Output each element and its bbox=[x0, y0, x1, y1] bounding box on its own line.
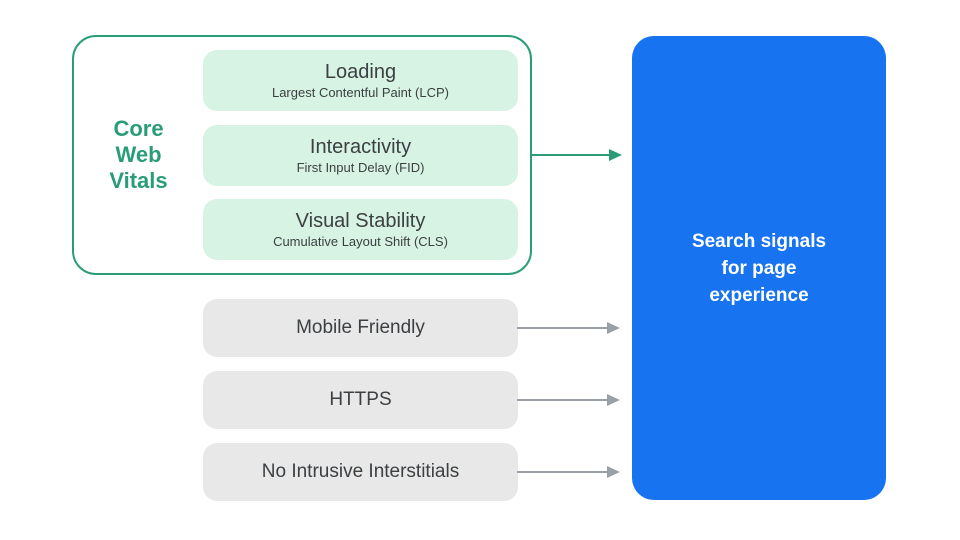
vital-subtitle: First Input Delay (FID) bbox=[296, 160, 425, 175]
vital-subtitle: Cumulative Layout Shift (CLS) bbox=[273, 234, 448, 249]
signal-pill-mobile-friendly: Mobile Friendly bbox=[203, 299, 518, 357]
cwv-to-result-arrow-icon bbox=[532, 149, 622, 161]
arrow-line bbox=[517, 471, 607, 473]
mobile-friendly-to-result-arrow-icon bbox=[517, 322, 620, 334]
interstitials-to-result-arrow-icon bbox=[517, 466, 620, 478]
arrow-line bbox=[532, 154, 609, 156]
arrow-line bbox=[517, 399, 607, 401]
vital-pill-loading: Loading Largest Contentful Paint (LCP) bbox=[203, 50, 518, 111]
arrow-head bbox=[607, 466, 620, 478]
vital-pill-interactivity: Interactivity First Input Delay (FID) bbox=[203, 125, 518, 186]
vital-title: Visual Stability bbox=[295, 210, 426, 232]
arrow-head bbox=[609, 149, 622, 161]
arrow-line bbox=[517, 327, 607, 329]
core-web-vitals-label: Core Web Vitals bbox=[109, 116, 168, 193]
https-to-result-arrow-icon bbox=[517, 394, 620, 406]
signal-label: HTTPS bbox=[329, 389, 392, 410]
signal-label: Mobile Friendly bbox=[296, 317, 425, 338]
vital-title: Interactivity bbox=[309, 136, 412, 158]
signal-label: No Intrusive Interstitials bbox=[261, 461, 460, 482]
search-signals-panel: Search signals for page experience bbox=[632, 36, 886, 500]
signal-pill-no-intrusive-interstitials: No Intrusive Interstitials bbox=[203, 443, 518, 501]
vital-subtitle: Largest Contentful Paint (LCP) bbox=[271, 85, 450, 100]
vital-pill-visual-stability: Visual Stability Cumulative Layout Shift… bbox=[203, 199, 518, 260]
arrow-head bbox=[607, 394, 620, 406]
arrow-head bbox=[607, 322, 620, 334]
vital-title: Loading bbox=[324, 61, 397, 83]
signal-pill-https: HTTPS bbox=[203, 371, 518, 429]
search-signals-label: Search signals for page experience bbox=[691, 230, 827, 306]
